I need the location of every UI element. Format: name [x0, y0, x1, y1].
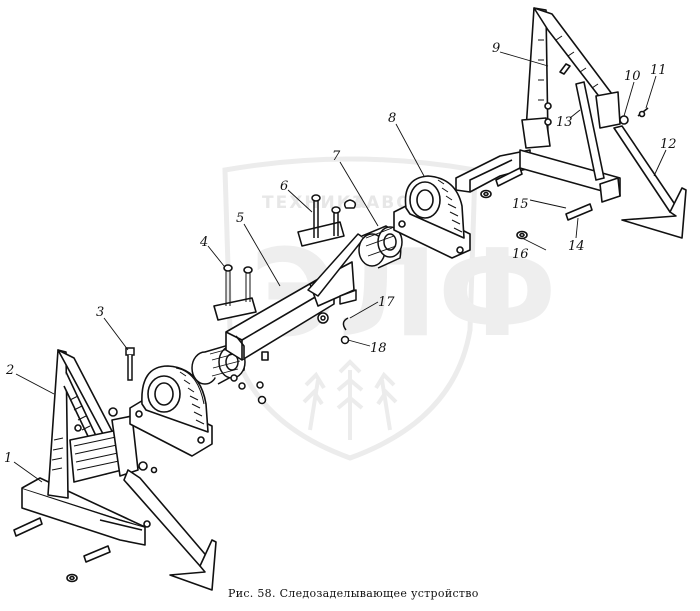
- leader-2: [15, 373, 55, 395]
- callout-10: 10: [624, 69, 641, 84]
- diagonal-link: [307, 233, 365, 345]
- leader-18: [347, 339, 371, 347]
- bolt-3: [125, 347, 135, 381]
- callout-14: 14: [568, 239, 585, 254]
- central-beam-5: [213, 261, 355, 361]
- callout-12: 12: [660, 137, 677, 152]
- plate-6: [297, 194, 357, 247]
- leader-lines: [13, 51, 667, 483]
- leader-14: [575, 217, 579, 239]
- callout-3: 3: [96, 305, 104, 320]
- right-bearing-housing-8: [393, 175, 471, 259]
- leader-6: [287, 189, 313, 213]
- leader-11: [645, 75, 657, 109]
- leader-4: [207, 245, 225, 267]
- callout-1: 1: [4, 451, 12, 466]
- leader-3: [103, 317, 129, 351]
- callout-15: 15: [512, 197, 529, 212]
- leader-17: [349, 301, 379, 319]
- callout-16: 16: [512, 247, 529, 262]
- leader-1: [13, 461, 43, 483]
- callout-6: 6: [280, 179, 288, 194]
- callout-13: 13: [556, 115, 573, 130]
- leader-7: [339, 161, 379, 227]
- leader-8: [395, 123, 425, 177]
- callout-11: 11: [650, 63, 667, 78]
- left-bearing-housing: [129, 365, 213, 457]
- left-frame-assembly: [13, 349, 217, 591]
- callout-2: 2: [5, 363, 14, 378]
- leader-13: [569, 109, 581, 119]
- leader-9: [499, 51, 549, 67]
- callout-17: 17: [378, 295, 395, 310]
- watermark-wheat-icon: [302, 359, 398, 440]
- leader-15: [529, 199, 567, 209]
- leader-5: [243, 223, 281, 287]
- callout-labels: 1 2 3 4 5 6 7 8 9 10 11 12 13 14 15 16 1…: [4, 41, 677, 466]
- watermark-shield: [222, 156, 478, 461]
- leader-10: [623, 81, 635, 117]
- leader-12: [653, 149, 667, 177]
- callout-4: 4: [199, 235, 208, 250]
- figure-caption: Рис. 58. Следозаделывающее устройство: [228, 587, 479, 600]
- callout-18: 18: [370, 341, 387, 356]
- callout-5: 5: [236, 211, 244, 226]
- right-frame-assembly: [455, 7, 687, 240]
- callout-9: 9: [492, 41, 500, 56]
- callout-7: 7: [332, 149, 341, 164]
- leader-16: [521, 237, 547, 251]
- callout-8: 8: [388, 111, 396, 126]
- collar-7: [358, 225, 403, 269]
